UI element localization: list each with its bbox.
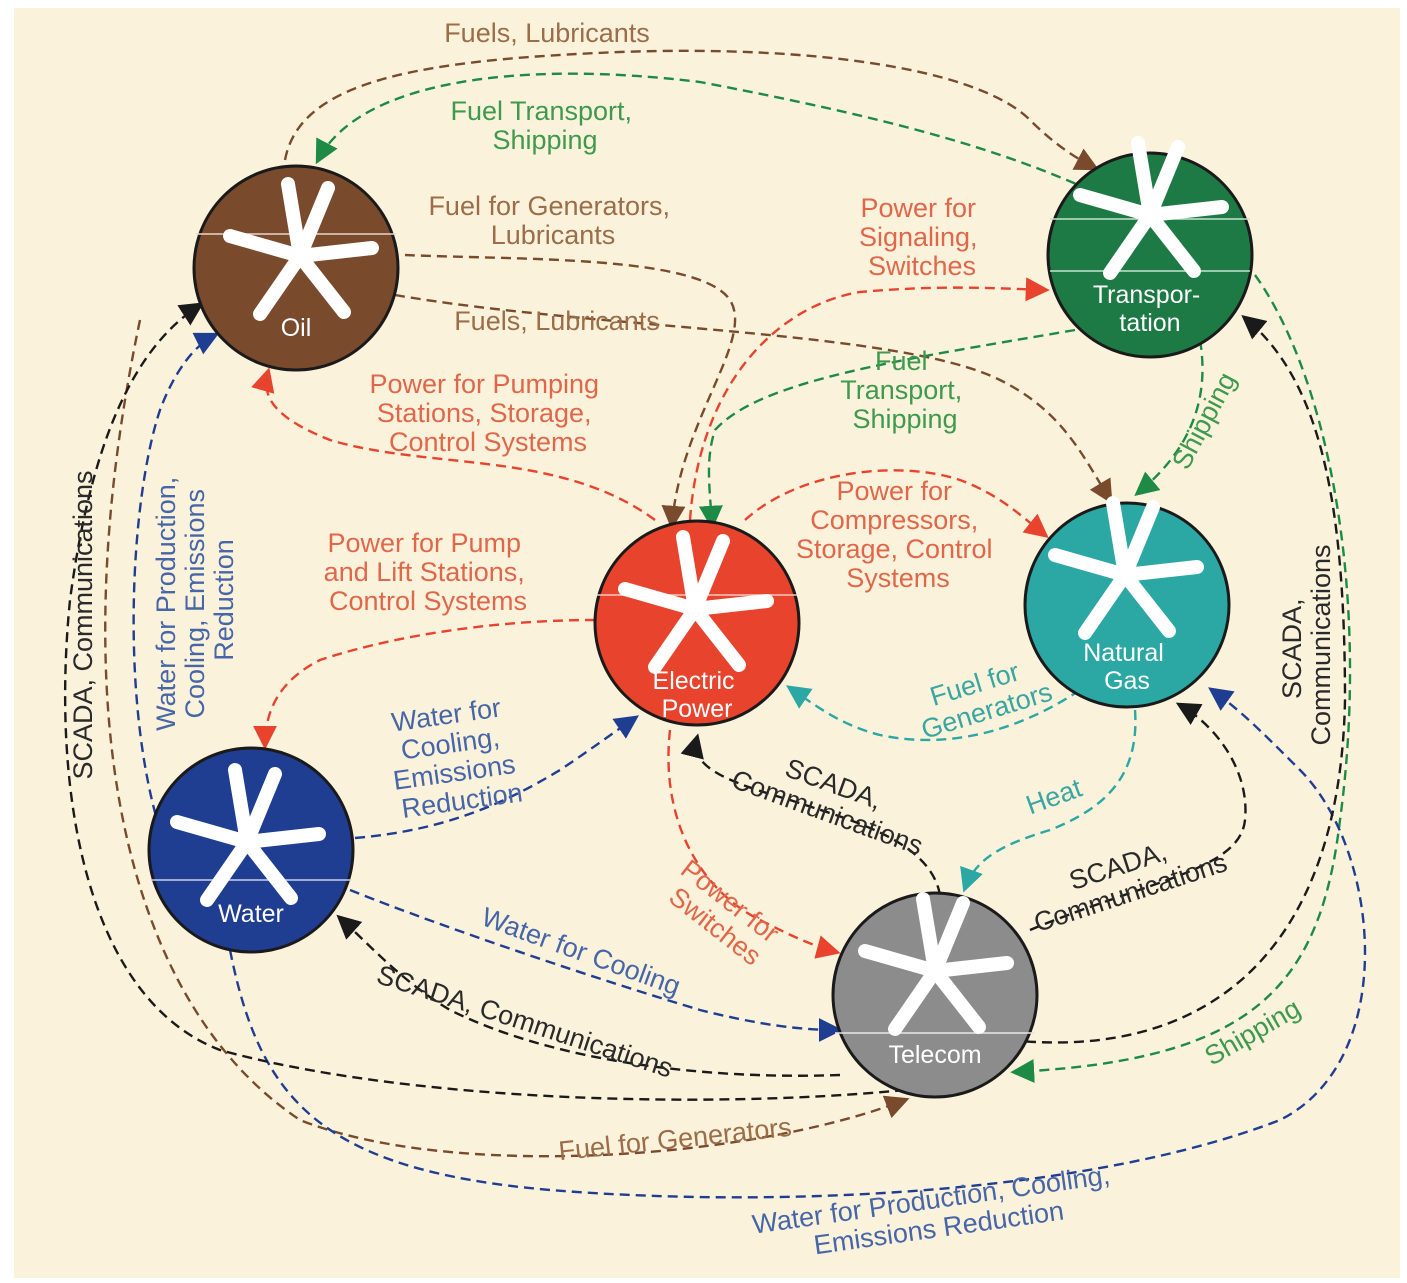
node-transportation: Transpor- tation [1046, 143, 1254, 359]
arrow-transportation-to-telecom [1010, 274, 1352, 1083]
label-line: Compressors, [810, 505, 978, 535]
node-electric-power-line-1: Electric [653, 667, 735, 695]
label-water-for-cooling-emissions: Water for Cooling, Emissions Reduction [383, 691, 529, 825]
arrow-electric-to-natural-gas [744, 469, 1049, 538]
label-line: Transport, [840, 375, 962, 405]
arrow-telecom-to-electric [680, 733, 942, 896]
label-line: Fuel [875, 346, 928, 376]
node-water: Water [147, 746, 355, 954]
label-power-for-pumping: Power for Pumping Stations, Storage, Con… [369, 369, 606, 457]
label-scada-left: SCADA, Communications [68, 470, 98, 779]
node-transportation-line-1: Transpor- [1093, 281, 1200, 309]
arrow-electric-to-oil [251, 367, 656, 521]
label-power-for-compressors: Power for Compressors, Storage, Control … [796, 476, 1000, 593]
node-water-label: Water [218, 900, 284, 928]
arrow-water-to-natural-gas [228, 687, 1367, 1199]
label-line: Shipping [852, 404, 957, 434]
arrow-transportation-to-electric [698, 328, 1076, 530]
arrow-telecom-to-water [336, 914, 841, 1077]
node-oil-label: Oil [281, 314, 312, 342]
arrow-natural-gas-to-telecom [960, 709, 1137, 893]
node-natural-gas-label: Natural Gas [1083, 639, 1171, 695]
arrow-electric-to-water [253, 618, 596, 750]
label-line: Fuel Transport, [450, 96, 632, 126]
label-line: Control Systems [329, 586, 527, 616]
label-power-for-signaling: Power for Signaling, Switches [859, 193, 985, 281]
node-electric-power-label: Electric Power [653, 667, 742, 723]
label-line: SCADA, [1277, 598, 1307, 699]
label-line: and Lift Stations, [324, 557, 525, 587]
label-power-for-pump-lift: Power for Pump and Lift Stations, Contro… [324, 528, 533, 616]
label-line: Lubricants [491, 220, 616, 250]
label-line: Cooling, Emissions [180, 489, 210, 719]
label-line: Storage, Control [796, 534, 993, 564]
node-telecom: Telecom [831, 891, 1039, 1099]
arrow-telecom-to-transportation [1009, 314, 1347, 1044]
node-electric-power: Electric Power [593, 519, 801, 727]
arrow-telecom-to-natural-gas [1029, 702, 1247, 932]
arrow-oil-to-natural-gas [394, 293, 1113, 505]
label-fuel-transport-shipping-top: Fuel Transport, Shipping [450, 96, 639, 155]
node-transportation-line-2: tation [1119, 309, 1180, 337]
arrow-natural-gas-to-electric [786, 685, 1081, 742]
arrow-transportation-to-oil [315, 72, 1091, 192]
label-line: Power for Pumping [369, 369, 599, 399]
arrow-water-to-oil [132, 332, 220, 831]
label-line: Switches [868, 251, 976, 281]
label-line: Shipping [492, 125, 597, 155]
label-line: Power for [836, 476, 952, 506]
arrow-electric-to-telecom [667, 729, 841, 959]
label-fuel-for-generators-lubricants: Fuel for Generators, Lubricants [428, 191, 677, 250]
arrow-oil-to-telecom [104, 319, 910, 1158]
node-natural-gas-line-1: Natural [1083, 639, 1164, 667]
label-line: Communications [1306, 544, 1336, 745]
node-electric-power-line-2: Power [662, 695, 733, 723]
arrow-oil-to-electric [404, 253, 737, 530]
dependency-arrows [63, 49, 1367, 1199]
label-fuels-lubricants-top: Fuels, Lubricants [444, 18, 650, 48]
node-natural-gas-line-2: Gas [1104, 667, 1150, 695]
label-line: Power for [860, 193, 976, 223]
arrow-water-to-electric [354, 715, 639, 840]
label-scada-right: SCADA, Communications [1277, 544, 1336, 745]
arrow-telecom-to-oil [63, 302, 906, 1101]
node-oil: Oil [192, 164, 400, 372]
arrow-oil-to-transportation-top [283, 49, 1100, 171]
label-fuels-lubricants-mid: Fuels, Lubricants [454, 306, 660, 336]
label-line: Signaling, [859, 222, 978, 252]
label-line: Fuel for Generators, [428, 191, 670, 221]
label-line: Control Systems [389, 427, 587, 457]
label-line: Systems [846, 563, 950, 593]
label-line: Water for Production, [151, 477, 181, 731]
node-transportation-label: Transpor- tation [1093, 281, 1207, 337]
arrow-water-to-telecom [349, 888, 843, 1042]
arrow-transportation-to-natural-gas [1134, 339, 1204, 497]
arrow-electric-to-transportation [688, 277, 1050, 521]
label-fuel-transport-shipping-mid: Fuel Transport, Shipping [840, 346, 970, 434]
label-line: Reduction [209, 539, 239, 661]
label-line: Power for Pump [327, 528, 521, 558]
label-water-production-left: Water for Production, Cooling, Emissions… [151, 469, 239, 731]
label-line: Stations, Storage, [377, 398, 592, 428]
node-natural-gas: Natural Gas [1023, 503, 1231, 709]
node-telecom-label: Telecom [888, 1041, 981, 1069]
